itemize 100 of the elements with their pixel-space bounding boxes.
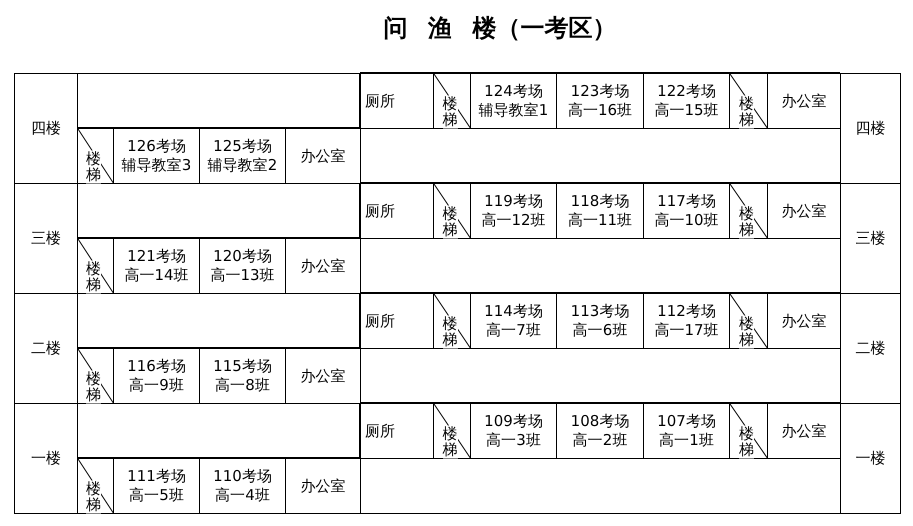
- room-label: 办公室: [300, 366, 346, 386]
- exam-room-label: 113考场: [570, 302, 630, 321]
- class-label: 高一6班: [572, 321, 628, 340]
- exam-room-label: 119考场: [484, 192, 543, 211]
- diagram-title: 问 渔 楼（一考区）: [382, 12, 618, 44]
- stairs-label: 楼梯: [739, 95, 754, 128]
- floor-label: 三楼: [31, 229, 61, 248]
- stairs-label: 楼梯: [442, 315, 458, 348]
- floor-box: [14, 183, 78, 294]
- stairwell-cell: [433, 73, 471, 129]
- stairwell-cell: [729, 293, 768, 349]
- stairwell-cell: [433, 183, 471, 239]
- floor-box: [840, 403, 901, 514]
- stairwell-cell: [433, 403, 471, 459]
- exam-room-label: 121考场: [127, 247, 186, 266]
- room-label: 办公室: [782, 202, 826, 220]
- class-label: 高一16班: [568, 101, 632, 120]
- room-label: 办公室: [782, 312, 826, 330]
- class-label: 辅导教室2: [208, 156, 278, 175]
- room-cell: [285, 348, 361, 404]
- room-cell: [285, 458, 361, 514]
- floor-box: [14, 403, 78, 514]
- class-label: 高一8班: [215, 376, 270, 395]
- exam-room-label: 118考场: [570, 192, 630, 211]
- room-cell: [767, 403, 841, 459]
- floor-box: [14, 293, 78, 404]
- exam-room-label: 116考场: [127, 357, 186, 376]
- room-label: 办公室: [782, 422, 826, 440]
- exam-room-label: 114考场: [484, 302, 543, 321]
- room-label: 办公室: [300, 476, 346, 496]
- class-label: 高一1班: [659, 431, 714, 450]
- class-label: 高一9班: [129, 376, 184, 395]
- stairs-label: 楼梯: [86, 480, 101, 513]
- room-label: 厕所: [365, 312, 395, 330]
- class-label: 高一2班: [572, 431, 628, 450]
- exam-room-label: 107考场: [657, 412, 716, 431]
- room-label: 办公室: [782, 92, 826, 110]
- class-label: 高一5班: [129, 486, 184, 505]
- exam-room-label: 109考场: [484, 412, 543, 431]
- room-cell: [767, 183, 841, 239]
- exam-room-label: 108考场: [570, 412, 630, 431]
- class-label: 高一12班: [481, 211, 546, 230]
- class-label: 高一15班: [654, 101, 719, 120]
- stairs-label: 楼梯: [442, 95, 458, 128]
- stairs-label: 楼梯: [442, 205, 458, 238]
- room-label: 厕所: [365, 202, 395, 220]
- room-label: 厕所: [365, 422, 395, 440]
- room-label: 办公室: [300, 146, 346, 166]
- stairwell-cell: [729, 73, 768, 129]
- stairs-label: 楼梯: [739, 205, 754, 238]
- exam-room-label: 125考场: [213, 137, 272, 156]
- exam-room-label: 112考场: [657, 302, 716, 321]
- class-label: 高一11班: [568, 211, 632, 230]
- class-label: 高一13班: [210, 266, 275, 285]
- room-label: 办公室: [300, 256, 346, 276]
- stairs-label: 楼梯: [442, 425, 458, 458]
- exam-room-label: 120考场: [213, 247, 272, 266]
- floor-box: [14, 73, 78, 184]
- exam-room-label: 122考场: [657, 82, 716, 101]
- floor-label: 二楼: [856, 339, 886, 358]
- exam-room-label: 123考场: [570, 82, 630, 101]
- floor-label: 四楼: [31, 119, 61, 138]
- exam-room-label: 117考场: [657, 192, 716, 211]
- stairwell-cell: [77, 348, 114, 404]
- class-label: 高一14班: [124, 266, 189, 285]
- stairs-label: 楼梯: [86, 260, 101, 293]
- class-label: 高一17班: [654, 321, 719, 340]
- floor-label: 四楼: [856, 119, 886, 138]
- exam-room-label: 110考场: [213, 467, 272, 486]
- stairs-label: 楼梯: [86, 370, 101, 403]
- floor-label: 一楼: [856, 449, 886, 468]
- room-cell: [767, 73, 841, 129]
- class-label: 高一3班: [486, 431, 541, 450]
- floor-label: 一楼: [31, 449, 61, 468]
- exam-room-label: 126考场: [127, 137, 186, 156]
- stairwell-cell: [77, 238, 114, 294]
- class-label: 高一4班: [215, 486, 270, 505]
- room-cell: [767, 293, 841, 349]
- stairs-label: 楼梯: [739, 425, 754, 458]
- room-cell: [285, 128, 361, 184]
- exam-room-label: 124考场: [484, 82, 543, 101]
- stairwell-cell: [433, 293, 471, 349]
- floor-label: 二楼: [31, 339, 61, 358]
- stairs-label: 楼梯: [739, 315, 754, 348]
- class-label: 辅导教室3: [122, 156, 192, 175]
- stairs-label: 楼梯: [86, 150, 101, 183]
- stairwell-cell: [729, 183, 768, 239]
- floor-label: 三楼: [856, 229, 886, 248]
- room-cell: [285, 238, 361, 294]
- class-label: 高一7班: [486, 321, 541, 340]
- floor-box: [840, 293, 901, 404]
- class-label: 高一10班: [654, 211, 719, 230]
- exam-room-label: 111考场: [127, 467, 186, 486]
- floor-box: [840, 183, 901, 294]
- stairwell-cell: [77, 458, 114, 514]
- class-label: 辅导教室1: [478, 101, 548, 120]
- exam-room-label: 115考场: [213, 357, 272, 376]
- floor-box: [840, 73, 901, 184]
- room-label: 厕所: [365, 92, 395, 110]
- stairwell-cell: [77, 128, 114, 184]
